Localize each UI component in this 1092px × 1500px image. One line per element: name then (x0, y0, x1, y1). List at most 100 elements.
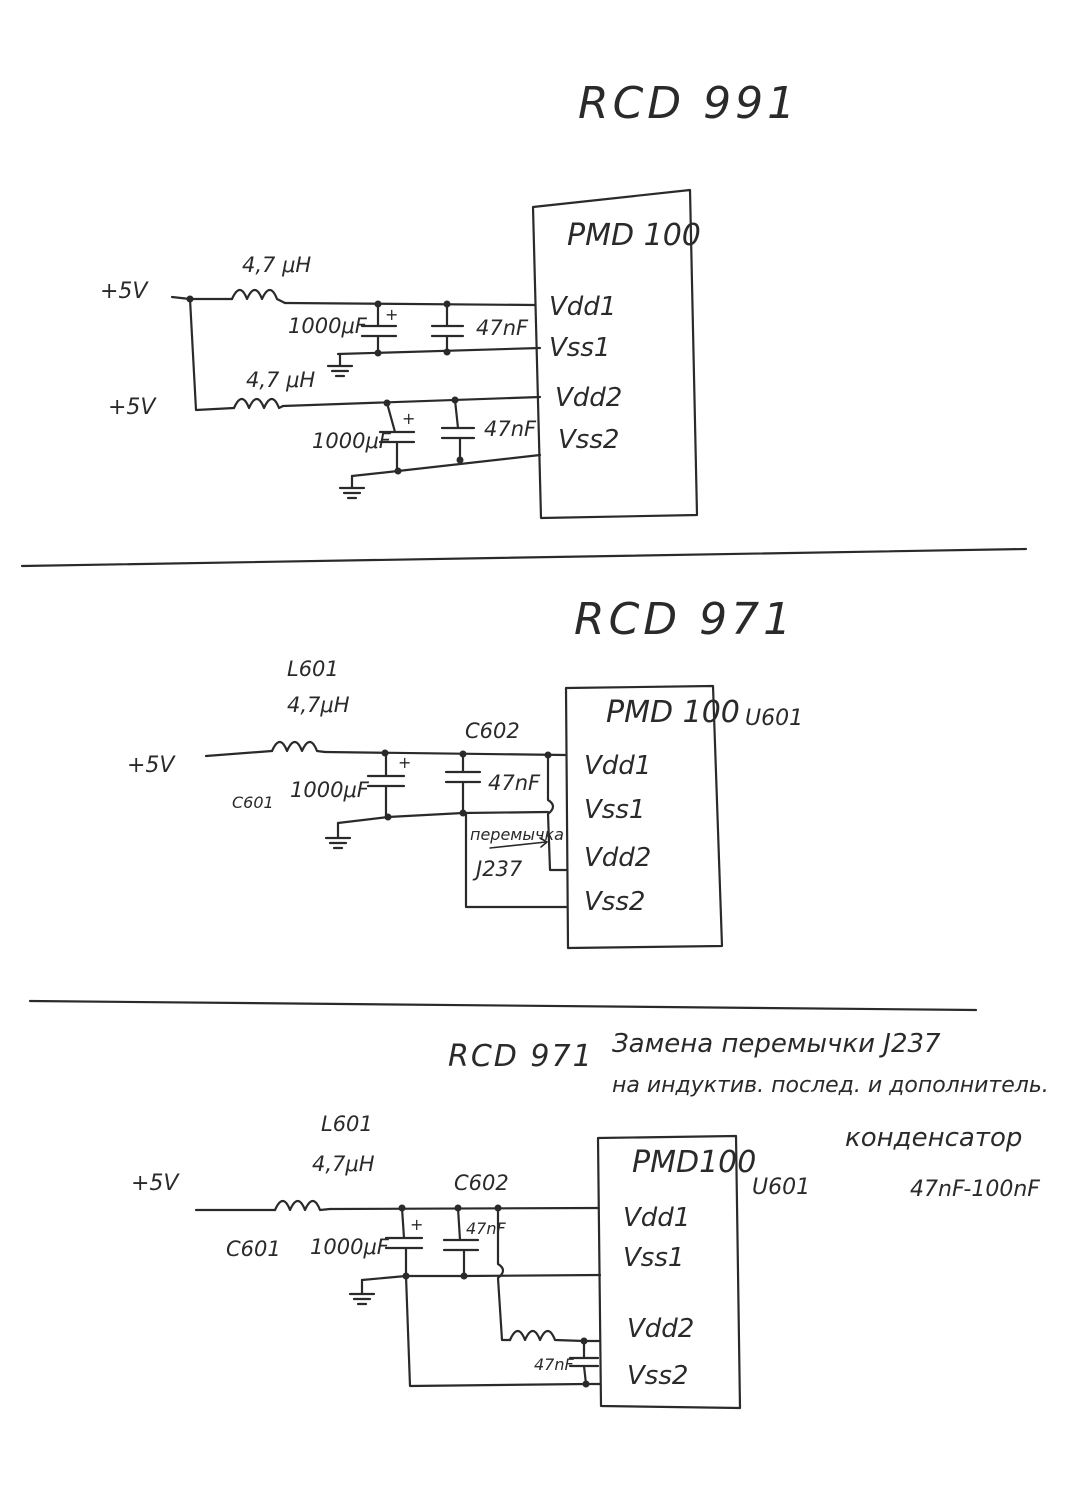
polarity-mark: + (402, 409, 415, 428)
supply-label: +5V (131, 1171, 180, 1196)
inductor-2 (232, 397, 285, 410)
c601-value: 1000μF (310, 1235, 390, 1259)
ground-icon (326, 352, 354, 378)
ground-icon (348, 1278, 376, 1306)
chip-label: PMD 100 (606, 695, 740, 730)
small-cap-2-value: 47nF (484, 417, 537, 441)
supply-2-label: +5V (108, 395, 157, 420)
supply-wire (204, 749, 274, 758)
bulk-cap-2 (378, 401, 416, 472)
junction-dot (459, 809, 467, 817)
junction-dot (582, 1380, 590, 1388)
cap-c601 (366, 752, 406, 818)
vss1-rail (336, 346, 542, 356)
inductor-1 (230, 288, 287, 305)
c602-value: 47nF (466, 1219, 507, 1238)
small-cap-1 (430, 302, 465, 354)
pin-vdd2: Vdd2 (584, 843, 651, 873)
pin-vss1: Vss1 (623, 1243, 684, 1273)
chip-label: PMD100 (632, 1145, 756, 1180)
chip-ref: U601 (745, 706, 803, 731)
section-divider (20, 547, 1028, 568)
ground-icon (338, 474, 366, 500)
junction-dot (443, 348, 451, 356)
jumper-ref: J237 (472, 857, 523, 881)
inductor-l601 (273, 1199, 332, 1212)
inductor-replacement (508, 1329, 602, 1343)
inductor-ref: L601 (287, 657, 339, 681)
vdd2-rail (281, 395, 542, 408)
c602-ref: C602 (454, 1171, 509, 1195)
section-divider (28, 999, 978, 1012)
supply-1-wire (170, 295, 234, 301)
cap-additional (568, 1339, 600, 1386)
supply-1-label: +5V (100, 279, 149, 304)
c601-ref: C601 (232, 793, 274, 812)
inductor-value: 4,7μH (287, 693, 350, 717)
junction-dot (384, 813, 392, 821)
section-rcd-971: RCD 971 PMD 100 U601 Vdd1 Vss1 Vdd2 Vss2… (127, 594, 803, 950)
pin-vss1: Vss1 (549, 333, 610, 363)
pmd100-chip-box (531, 188, 699, 520)
vdd-bridge-wire (546, 753, 568, 872)
pin-vdd1: Vdd1 (549, 292, 616, 322)
vdd1-rail (323, 750, 567, 757)
note-line-1: Замена перемычки J237 (612, 1029, 941, 1059)
bulk-cap-1 (360, 302, 398, 356)
pin-vss2: Vss2 (627, 1361, 688, 1391)
cap-c602 (444, 752, 482, 814)
supply-label: +5V (127, 753, 176, 778)
inductor-ref: L601 (321, 1112, 373, 1136)
junction-dot (494, 1204, 502, 1212)
pin-vdd1: Vdd1 (584, 751, 651, 781)
section-1-title: RCD 991 (578, 78, 799, 129)
chip-label: PMD 100 (567, 218, 701, 253)
inductor-l601 (270, 740, 327, 754)
chip-ref: U601 (752, 1175, 810, 1200)
pin-vss2: Vss2 (584, 887, 645, 917)
c602-value: 47nF (488, 771, 541, 795)
arrow-icon (489, 837, 548, 849)
cap-c602 (442, 1206, 480, 1278)
junction-dot (374, 349, 382, 357)
inductor-value: 4,7μH (312, 1152, 375, 1176)
vss1-rail (336, 810, 550, 825)
pin-vss2: Vss2 (558, 425, 619, 455)
c601-value: 1000μF (290, 778, 370, 802)
section-rcd-971-modified: RCD 971 Замена перемычки J237 на индукти… (131, 1029, 1049, 1410)
supply-link-wire (188, 297, 236, 412)
pin-vdd2: Vdd2 (627, 1314, 694, 1344)
note-line-4: 47nF-100nF (910, 1177, 1040, 1202)
cap-c601 (384, 1206, 424, 1278)
bulk-cap-2-value: 1000μF (312, 429, 392, 453)
pmd100-chip-box (596, 1134, 742, 1410)
pin-vdd2: Vdd2 (555, 383, 622, 413)
c602-ref: C602 (465, 719, 520, 743)
vdd1-rail (328, 1206, 600, 1211)
inductor-2-value: 4,7 μH (246, 368, 315, 392)
jumper-j237-wire (464, 811, 568, 909)
polarity-mark: + (398, 753, 411, 772)
section-2-title: RCD 971 (574, 594, 795, 645)
section-3-title: RCD 971 (448, 1039, 594, 1074)
vdd1-rail (283, 301, 537, 307)
c601-ref: C601 (226, 1237, 281, 1261)
small-cap-1-value: 47nF (476, 316, 529, 340)
inductor-1-value: 4,7 μH (242, 253, 311, 277)
polarity-mark: + (385, 305, 398, 324)
pin-vdd1: Vdd1 (623, 1203, 690, 1233)
vdd-bridge-wire (496, 1206, 512, 1342)
vss1-rail (360, 1273, 602, 1282)
junction-dot (460, 1272, 468, 1280)
vss2-return-wire (404, 1274, 602, 1388)
polarity-mark: + (410, 1215, 423, 1234)
bulk-cap-1-value: 1000μF (288, 314, 368, 338)
section-rcd-991: RCD 991 PMD 100 Vdd1 Vss1 Vdd2 Vss2 +5V … (100, 78, 799, 520)
note-line-2: на индуктив. послед. и дополнитель. (612, 1073, 1049, 1098)
pmd100-chip-box (564, 684, 724, 950)
additional-cap-value: 47nF (534, 1355, 575, 1374)
vss2-rail (350, 453, 542, 478)
pin-vss1: Vss1 (584, 795, 645, 825)
small-cap-2 (440, 398, 476, 462)
